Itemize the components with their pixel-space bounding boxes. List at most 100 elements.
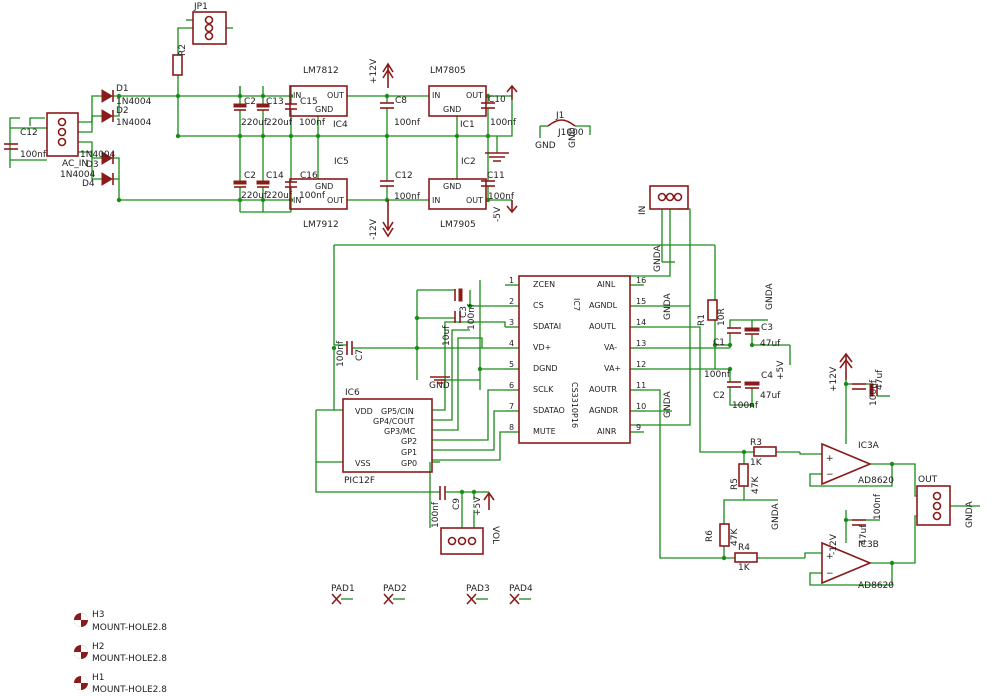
junction-dot xyxy=(889,560,895,566)
diode-d3: 1N4004 D3 xyxy=(80,150,116,170)
junction-dot xyxy=(727,342,733,348)
c-op1-label: 100nf xyxy=(869,379,879,406)
ic6-pin-gp1: GP1 xyxy=(401,448,417,457)
pads: PAD1 PAD2 PAD3 PAD4 xyxy=(331,584,533,605)
ic7-pin-vap: VA+ xyxy=(604,364,621,373)
ic7-value: CS3310P16 xyxy=(570,382,579,428)
wire-segment xyxy=(630,209,671,277)
opamp-ic3b: + − IC3B AD8620 xyxy=(821,540,894,591)
wire-segment xyxy=(723,499,744,524)
junction-dot xyxy=(485,197,491,203)
ic6-pin-vss: VSS xyxy=(355,459,371,468)
mh1-label: MOUNT-HOLE2.8 xyxy=(92,685,167,695)
gnd-mid-label: GND xyxy=(429,381,450,391)
junction-dot xyxy=(315,133,321,139)
wire-segment xyxy=(575,125,591,135)
wire-segment xyxy=(78,95,102,123)
gnda-mid-label: GNDA xyxy=(663,293,673,320)
diode-d2: D2 1N4004 xyxy=(101,106,152,128)
junction-dot xyxy=(260,93,266,99)
capacitors-regulator-outputs: C8 100nf C12 100nf C10 100nf C11 100nf xyxy=(380,95,517,202)
plus5v-label: +5V xyxy=(473,496,483,516)
c4-label: C4 xyxy=(761,371,773,381)
c13-value: 220uf xyxy=(266,118,293,128)
junction-dot xyxy=(454,133,460,139)
wire-segment xyxy=(809,464,893,487)
junction-dot xyxy=(477,366,483,372)
c2y-value: 220uf xyxy=(241,191,268,201)
c11-label: C11 xyxy=(487,171,505,181)
c4-value: 100nf xyxy=(467,303,477,330)
plus12v-op-label: +12V xyxy=(829,366,839,392)
c1-label: C1 xyxy=(713,338,725,348)
jp1-label: JP1 xyxy=(193,2,208,12)
c7-value: 100nf xyxy=(336,340,346,367)
junction-dot xyxy=(471,489,477,495)
wire-net xyxy=(9,19,980,586)
vol-connector: VOL xyxy=(440,526,500,555)
c3-label: C3 xyxy=(459,306,469,318)
wire-segment xyxy=(809,563,893,586)
ic7-pin-number-left: 6 xyxy=(509,381,514,390)
diode-d1: D1 1N4004 xyxy=(101,84,152,107)
mh2-label: MOUNT-HOLE2.8 xyxy=(92,654,167,664)
wire-segment xyxy=(469,290,505,307)
ic3a-plus: + xyxy=(826,454,834,464)
junction-dot xyxy=(260,197,266,203)
j1-value: J1000 xyxy=(557,128,584,138)
ic7-pin-agndr: AGNDR xyxy=(589,406,619,415)
lm7905-in: IN xyxy=(432,196,440,205)
ic6-pin-gp4: GP4/COUT xyxy=(373,417,415,426)
lm7912-in: IN xyxy=(293,196,301,205)
wire-segment xyxy=(177,27,193,55)
wire-segment xyxy=(78,115,102,133)
ic7-pin-zcen: ZCEN xyxy=(533,280,555,289)
junction-dot xyxy=(467,303,473,309)
ic7-pin-cs: CS xyxy=(533,301,544,310)
plus12v-label: +12V xyxy=(369,58,379,84)
junction-dot xyxy=(384,93,390,99)
ic1-label: IC1 xyxy=(460,120,475,130)
r6-label: R6 xyxy=(705,530,715,542)
ic7-pin-number-right: 14 xyxy=(636,318,646,327)
c3r-value: 47uf xyxy=(760,339,781,349)
h2-label: H2 xyxy=(92,642,105,652)
junction-dot xyxy=(288,133,294,139)
d2-value: 1N4004 xyxy=(116,118,152,128)
ic5-label: IC5 xyxy=(334,157,349,167)
d2-label: D2 xyxy=(116,106,129,116)
capacitor-c12-left: C12 100nf xyxy=(4,128,47,160)
c8-value: 100nf xyxy=(394,118,421,128)
out-conn-label: OUT xyxy=(918,475,938,485)
opamp-ic3a: + − IC3A AD8620 xyxy=(821,441,894,486)
c2y-label: C2 xyxy=(244,171,256,181)
output-connector: OUT GNDA xyxy=(916,475,975,528)
pad4-label: PAD4 xyxy=(509,584,533,594)
ic7-pin-sclk: SCLK xyxy=(533,385,554,394)
junction-dot xyxy=(485,93,491,99)
lm7812-gnd: GND xyxy=(315,105,333,114)
wire-segment xyxy=(315,461,440,493)
r1-label: R1 xyxy=(697,314,707,326)
c11-value: 100nf xyxy=(488,192,515,202)
ic7-pin-number-right: 13 xyxy=(636,339,646,348)
gnda-r-label: GNDA xyxy=(765,283,775,310)
diode-d4: 1N4004 D4 xyxy=(60,170,114,189)
resistor-r2: R2 xyxy=(172,44,188,76)
junction-dot xyxy=(237,197,243,203)
wire-segment xyxy=(497,100,513,137)
r2-label: R2 xyxy=(178,44,188,56)
ic7-pin-number-right: 10 xyxy=(636,402,646,411)
ic7-pin-number-left: 7 xyxy=(509,402,514,411)
ic7-pin-number-left: 1 xyxy=(509,276,514,285)
lm7912-out: OUT xyxy=(327,196,344,205)
power-symbols-top: +12V -12V -5V xyxy=(369,58,518,240)
wire-segment xyxy=(432,431,505,461)
junction-dot xyxy=(741,449,747,455)
wire-segment xyxy=(729,319,753,328)
mount-holes: H3 MOUNT-HOLE2.8 H2 MOUNT-HOLE2.8 H1 MOU… xyxy=(74,610,167,695)
r5-value: 47K xyxy=(751,476,761,494)
ic6-microcontroller: VDD VSS GP5/CIN GP4/COUT GP3/MC GP2 GP1 … xyxy=(342,388,433,486)
